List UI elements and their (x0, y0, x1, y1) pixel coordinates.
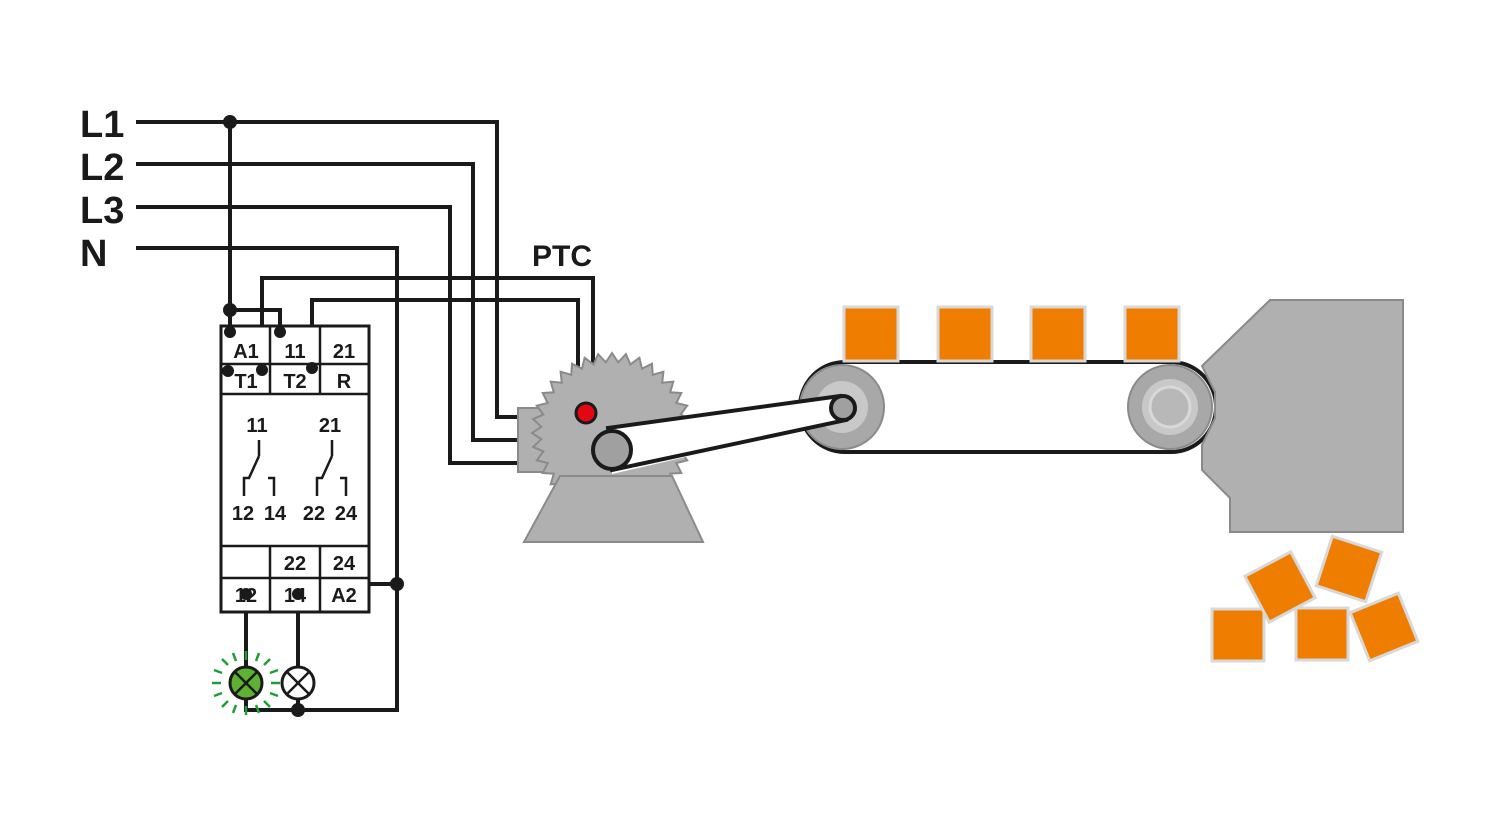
fallen-crates (1210, 534, 1420, 663)
contact1-nc-label: 12 (232, 503, 254, 525)
junction-l1 (223, 115, 237, 129)
fallen-crate-1 (1210, 607, 1266, 663)
terminal-21: 21 (333, 341, 355, 363)
fallen-crate-3 (1242, 549, 1318, 625)
ptc-sensor-icon (574, 401, 598, 425)
relay-module: A1 11 21 T1 T2 R 11 21 12 14 22 (219, 324, 371, 614)
indicator-lamp-off-icon (280, 665, 316, 701)
junction-neutral-a2 (390, 577, 404, 591)
conveyor-pulley-hub (829, 394, 857, 422)
contact1-no-label: 14 (264, 503, 287, 525)
line-label-l1: L1 (80, 104, 124, 146)
indicator-lamp-lit-icon (212, 651, 280, 715)
junction-a1 (223, 303, 237, 317)
wire-lamp-return (244, 696, 300, 712)
motor-base (522, 475, 705, 543)
fallen-crate-4 (1314, 534, 1384, 604)
changeover-contact-2 (315, 440, 348, 496)
terminal-a2: A2 (331, 585, 357, 607)
terminal-t2: T2 (283, 371, 306, 393)
crate-on-belt-3 (1029, 305, 1087, 363)
line-label-l2: L2 (80, 147, 124, 189)
contact2-common-label: 21 (319, 415, 341, 437)
contact2-no-label: 24 (335, 503, 358, 525)
relay-housing (219, 324, 371, 614)
fallen-crate-5 (1348, 591, 1420, 663)
terminal-11: 11 (284, 341, 305, 363)
crate-on-belt-4 (1123, 305, 1181, 363)
changeover-contact-1 (242, 440, 276, 496)
wire-n (136, 246, 399, 712)
line-label-l3: L3 (80, 190, 124, 232)
junction-lamp-return (291, 703, 305, 717)
crate-on-belt-2 (936, 305, 994, 363)
terminal-22: 22 (284, 553, 306, 575)
terminal-24: 24 (333, 553, 356, 575)
terminal-a1: A1 (233, 341, 259, 363)
wire-l1 (136, 120, 522, 419)
motor-pulley (591, 429, 633, 471)
wire-l3 (136, 205, 522, 465)
lamp-glow-rays (212, 651, 280, 715)
crate-on-belt-1 (842, 305, 900, 363)
conveyor-belt-icon (798, 360, 1218, 454)
terminal-r: R (337, 371, 352, 393)
terminal-12: 12 (235, 585, 257, 607)
crates-on-belt (842, 305, 1181, 363)
hopper-machine-icon (1200, 299, 1404, 533)
terminal-14: 14 (284, 585, 307, 607)
line-label-n: N (80, 233, 107, 275)
drive-belt (591, 393, 857, 474)
contact1-common-label: 11 (246, 415, 267, 437)
fallen-crate-2 (1294, 606, 1350, 662)
ptc-label: PTC (532, 240, 592, 273)
wire-ptc-t1 (260, 276, 595, 415)
contact2-nc-label: 22 (303, 503, 325, 525)
terminal-t1: T1 (234, 371, 257, 393)
